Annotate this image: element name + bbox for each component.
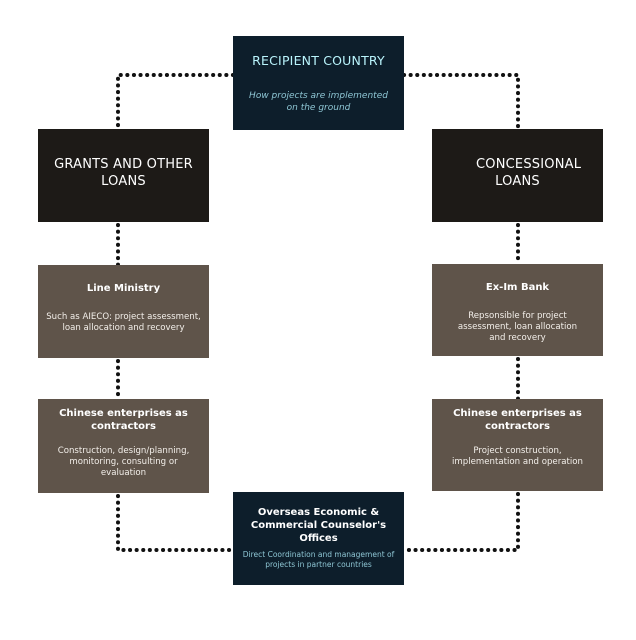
concessional-loans-box: CONCESSIONAL LOANS (432, 129, 603, 222)
line-ministry-box: Line Ministry Such as AIECO: project ass… (38, 265, 209, 358)
eximbank-description: Repsonsible for project assessment, loan… (457, 311, 578, 343)
overseas-offices-title: Overseas Economic & Commercial Counselor… (250, 507, 387, 544)
grants-title: GRANTS AND OTHER LOANS (54, 157, 193, 189)
overseas-offices-description: Direct Coordination and management of pr… (242, 550, 395, 569)
line-ministry-title: Line Ministry (86, 283, 161, 294)
recipient-country-subtitle: How projects are implemented on the grou… (249, 91, 388, 113)
enterprises-left-description: Construction, design/planning, monitorin… (57, 446, 190, 478)
connector-recipient-concessional (402, 73, 520, 131)
enterprises-left-box: Chinese enterprises as contractors Const… (38, 399, 209, 493)
eximbank-box: Ex-Im Bank Repsonsible for project asses… (432, 264, 603, 356)
connector-enterprises-overseas-right (402, 492, 520, 552)
connector-enterprises-overseas-left (116, 494, 235, 552)
enterprises-right-box: Chinese enterprises as contractors Proje… (432, 399, 603, 491)
grants-box: GRANTS AND OTHER LOANS (38, 129, 209, 222)
line-ministry-description: Such as AIECO: project assessment, loan … (46, 312, 201, 333)
recipient-country-box: RECIPIENT COUNTRY How projects are imple… (233, 36, 404, 130)
enterprises-right-title: Chinese enterprises as contractors (453, 408, 582, 432)
recipient-country-title: RECIPIENT COUNTRY (252, 53, 385, 68)
enterprises-left-title: Chinese enterprises as contractors (59, 408, 188, 432)
overseas-offices-box: Overseas Economic & Commercial Counselor… (233, 492, 404, 585)
enterprises-right-description: Project construction, implementation and… (452, 446, 583, 467)
concessional-loans-title: CONCESSIONAL LOANS (476, 157, 582, 189)
connector-recipient-grants (116, 73, 235, 131)
eximbank-title: Ex-Im Bank (485, 282, 550, 293)
